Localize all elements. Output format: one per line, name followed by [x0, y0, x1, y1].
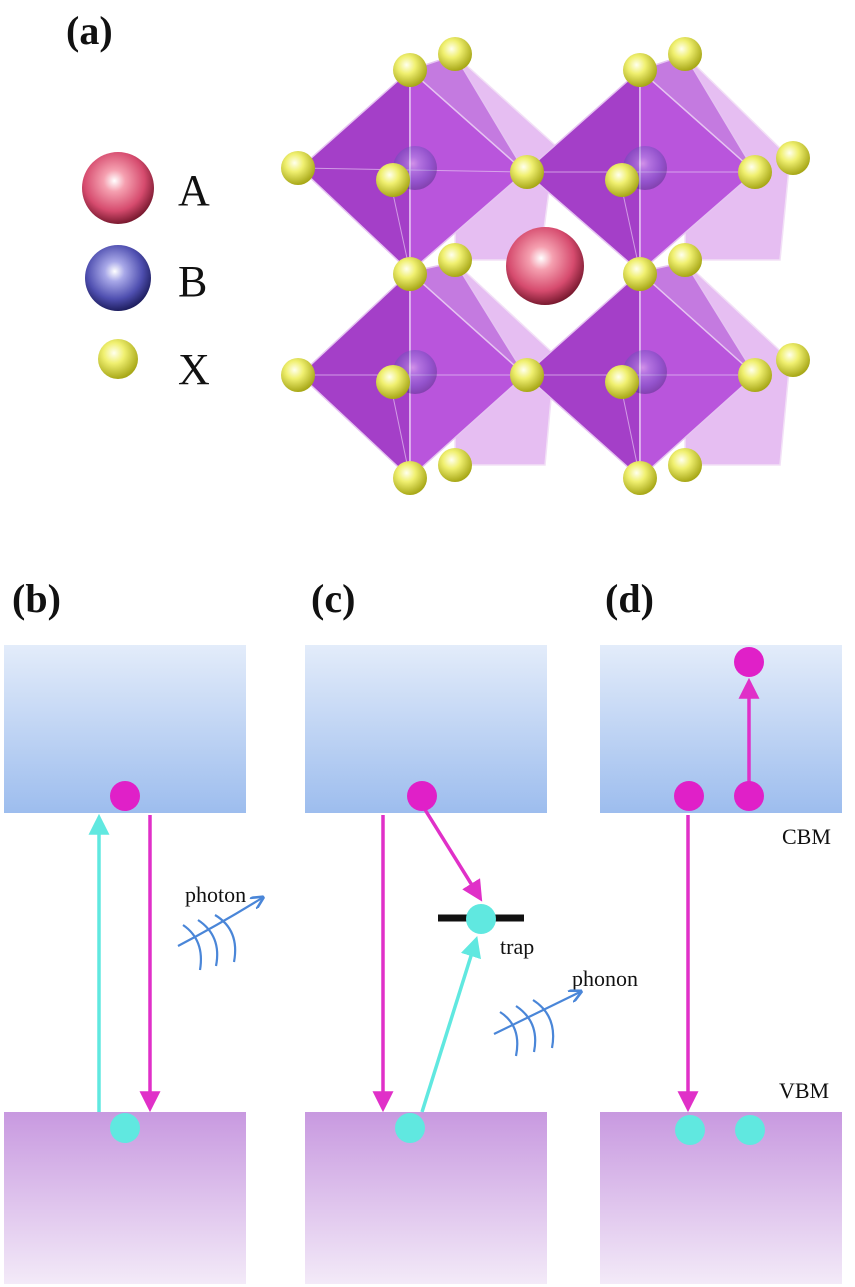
- hole-d-2: [735, 1115, 765, 1145]
- octahedron-top-right: [523, 54, 757, 274]
- vbm-label: VBM: [779, 1078, 829, 1103]
- trapped-carrier: [466, 904, 496, 934]
- legend-a-atom: [82, 152, 154, 224]
- panel-label-d: (d): [605, 576, 654, 621]
- a-atom: [506, 227, 584, 305]
- trap-capture-arrow: [422, 807, 483, 902]
- cbm-label: CBM: [782, 824, 831, 849]
- legend-x-atom: [98, 339, 138, 379]
- panel-label-b: (b): [12, 576, 61, 621]
- phonon-label: phonon: [572, 966, 638, 991]
- electron-d-top: [734, 647, 764, 677]
- legend-a-label: A: [178, 166, 210, 215]
- panel-label-a: (a): [66, 8, 113, 53]
- x-atoms: [281, 37, 810, 495]
- valence-band-d: [600, 1112, 842, 1284]
- hole-c: [395, 1113, 425, 1143]
- panel-label-c: (c): [311, 576, 355, 621]
- photon-wave-icon: [177, 898, 262, 971]
- trap-label: trap: [500, 934, 534, 959]
- hole-trap-arrow: [420, 935, 481, 1113]
- photon-label: photon: [185, 882, 246, 907]
- electron-d-2: [734, 781, 764, 811]
- legend-b-label: B: [178, 257, 207, 306]
- perovskite-structure: [281, 37, 810, 495]
- hole-b: [110, 1113, 140, 1143]
- phonon-wave-icon: [493, 992, 580, 1057]
- valence-band-c: [305, 1112, 547, 1284]
- electron-b: [110, 781, 140, 811]
- conduction-band-d: [600, 645, 842, 813]
- hole-d-1: [675, 1115, 705, 1145]
- electron-c: [407, 781, 437, 811]
- electron-d-1: [674, 781, 704, 811]
- legend-x-label: X: [178, 345, 210, 394]
- legend: A B X: [82, 152, 210, 394]
- legend-b-atom: [85, 245, 151, 311]
